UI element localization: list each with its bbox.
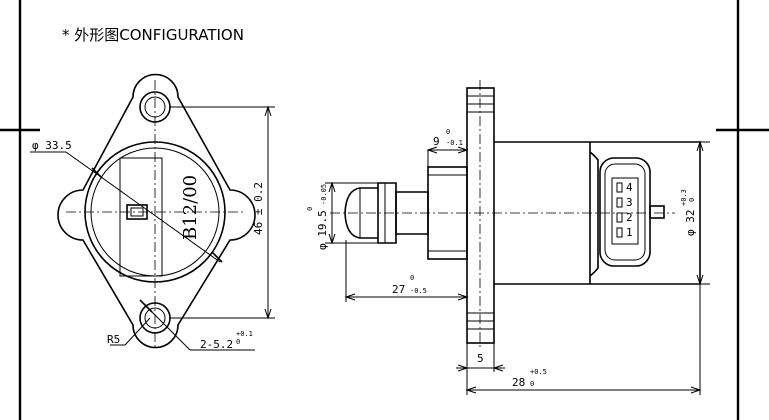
dim-28-tol-lower: 0 — [530, 380, 534, 388]
pin-3-label: 3 — [626, 196, 633, 209]
front-view: φ 33.5 B12/00 46 ± 0.2 R5 2-5.2 +0.1 0 — [30, 73, 275, 351]
dim-9-label: 9 — [433, 135, 440, 148]
hole-tol-upper: +0.1 — [236, 330, 253, 338]
dim-27-tol-upper: 0 — [410, 274, 414, 282]
dim-phi32-label: φ 32 — [684, 210, 697, 237]
dim-phi32-tol-lower: 0 — [688, 198, 696, 202]
connector-block — [119, 157, 163, 277]
dim-phi19-tol-lower: -0.05 — [320, 184, 328, 205]
dim-phi19-label: φ 19.5 — [316, 210, 329, 250]
dim-27-tol-lower: -0.5 — [410, 287, 427, 295]
hole-dim-label: 2-5.2 — [200, 338, 233, 351]
dim-phi32-tol-upper: +0.3 — [680, 189, 688, 206]
height-dim-label: 46 ± 0.2 — [252, 182, 265, 235]
side-view: 4 3 2 1 9 0 -0.1 φ 19.5 0 -0.05 27 0 -0.… — [306, 80, 710, 395]
dim-28-tol-upper: +0.5 — [530, 368, 547, 376]
connector-plug — [599, 157, 651, 267]
pin-2-label: 2 — [626, 211, 633, 224]
side-flange — [466, 87, 495, 344]
dim-phi19-tol-upper: 0 — [306, 207, 314, 211]
dim-28-label: 28 — [512, 376, 525, 389]
flange-hole-hidden-lines — [467, 95, 494, 330]
phi-33-5-label: φ 33.5 — [32, 139, 72, 152]
dim-9-tol-lower: -0.1 — [446, 139, 463, 147]
dim-5-label: 5 — [477, 352, 484, 365]
dim-27-label: 27 — [392, 283, 405, 296]
radius-label: R5 — [107, 333, 120, 346]
page-title: * 外形图CONFIGURATION — [62, 26, 244, 44]
pin-1-label: 1 — [626, 226, 633, 239]
hole-tol-lower: 0 — [236, 338, 240, 346]
pin-4-label: 4 — [626, 181, 633, 194]
connector-pin-block — [611, 177, 639, 245]
connector-stud — [649, 205, 665, 219]
flange-outline — [57, 73, 256, 349]
dim-9-tol-upper: 0 — [446, 128, 450, 136]
product-label: B12/00 — [180, 175, 201, 240]
